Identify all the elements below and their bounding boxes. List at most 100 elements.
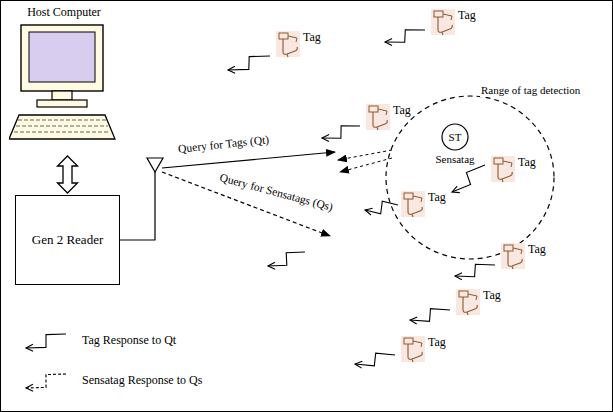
tag-response-head	[455, 273, 462, 280]
tag-response-head	[410, 317, 417, 324]
antenna-wire	[120, 172, 155, 240]
keyboard	[9, 115, 115, 139]
tag-response-head	[355, 361, 362, 368]
tag-loop	[413, 196, 422, 202]
sensatag-ring	[442, 124, 468, 150]
tag-chip	[279, 33, 288, 39]
tag-response-head	[365, 208, 373, 215]
tag-ground	[276, 31, 300, 57]
legend-zigzag-head	[26, 344, 33, 351]
tag-chip	[404, 338, 413, 344]
tag-chip	[434, 11, 443, 17]
tag-label: Tag	[428, 191, 446, 205]
tag-icon	[500, 242, 526, 270]
legend-label: Sensatag Response to Qs	[82, 374, 202, 388]
tag-response	[268, 252, 305, 266]
screen	[29, 32, 95, 82]
tag-response-head	[385, 39, 392, 46]
tag-string	[463, 297, 477, 315]
tag-chip	[504, 245, 513, 251]
legend-zigzag-head	[26, 384, 33, 391]
reader-box: Gen 2 Reader	[15, 195, 120, 285]
tag-string	[373, 112, 387, 130]
tag-string	[408, 344, 422, 362]
key-row	[14, 131, 110, 132]
monitor-stand	[52, 91, 72, 100]
connectors	[58, 156, 78, 193]
tag-response-head	[452, 186, 460, 193]
tag-label: Tag	[428, 336, 446, 350]
tag-response	[228, 56, 270, 70]
tag-ground	[456, 289, 480, 315]
tag-ground	[401, 191, 425, 217]
tag-response	[365, 201, 398, 213]
tag-response	[452, 165, 485, 192]
rfid-tag: Tag	[500, 242, 546, 270]
monitor-base	[37, 100, 87, 107]
sensatag-response	[340, 158, 392, 172]
rfid-tag: Tag	[400, 335, 446, 363]
tag-icon	[400, 335, 426, 363]
tag-ground	[401, 336, 425, 362]
tag-response	[322, 126, 360, 139]
tag-chip	[459, 291, 468, 297]
tag-response	[410, 309, 450, 322]
rfid-tag: Tag	[275, 30, 321, 58]
tag-label: Tag	[483, 289, 501, 303]
tag-loop	[413, 341, 422, 347]
range-label: Range of tag detection	[480, 84, 581, 97]
sensatag-circle: ST	[441, 123, 469, 151]
tag-label: Tag	[303, 31, 321, 45]
connector	[58, 156, 78, 193]
rfid-tag: Tag	[490, 155, 536, 183]
tag-icon	[430, 8, 456, 36]
sensatag-code: ST	[449, 131, 462, 144]
tag-label: Tag	[518, 156, 536, 170]
tag-label: Tag	[528, 243, 546, 257]
legend-sample	[18, 328, 74, 354]
tag-loop	[513, 248, 522, 254]
tag-chip	[494, 158, 503, 164]
query-label: Query for Tags (Qt)	[178, 133, 270, 156]
legend-row: Tag Response to Qt	[18, 328, 202, 354]
tag-string	[498, 164, 512, 182]
tag-response-head	[268, 262, 275, 269]
tag-ground	[491, 156, 515, 182]
tag-string	[508, 251, 522, 269]
double-arrow	[58, 156, 78, 193]
legend-zigzag	[26, 334, 66, 348]
tag-chip	[369, 106, 378, 112]
tag-response	[355, 353, 395, 366]
node-label: Gen 2 Reader	[32, 233, 103, 248]
key-row	[16, 125, 108, 126]
range-ellipse	[385, 95, 555, 260]
tag-ground	[501, 243, 525, 269]
legend-row: Sensatag Response to Qs	[18, 368, 202, 394]
tag-ground	[431, 9, 455, 35]
node-heading: Host Computer	[27, 6, 101, 20]
monitor	[21, 25, 103, 91]
tag-response	[385, 30, 425, 43]
legend-sample	[18, 368, 74, 394]
tag-loop	[443, 14, 452, 20]
query-label: Query for Sensatags (Qs)	[218, 171, 334, 214]
tag-loop	[468, 294, 477, 300]
rfid-tag: Tag	[400, 190, 446, 218]
detection-range: Range of tag detectionSTSensatagTagTag	[385, 95, 555, 260]
tag-label: Tag	[458, 9, 476, 23]
tag-ground	[366, 104, 390, 130]
sensatag-label: Sensatag	[435, 153, 474, 166]
rfid-tag: Tag	[365, 103, 411, 131]
tag-string	[408, 199, 422, 217]
rfid-tag: Tag	[430, 8, 476, 36]
tag-icon	[400, 190, 426, 218]
tag-icon	[490, 155, 516, 183]
range-outline	[386, 96, 554, 259]
tag-loop	[503, 161, 512, 167]
tag-loop	[378, 109, 387, 115]
tag-icon	[455, 288, 481, 316]
tag-chip	[404, 193, 413, 199]
tag-icon	[275, 30, 301, 58]
